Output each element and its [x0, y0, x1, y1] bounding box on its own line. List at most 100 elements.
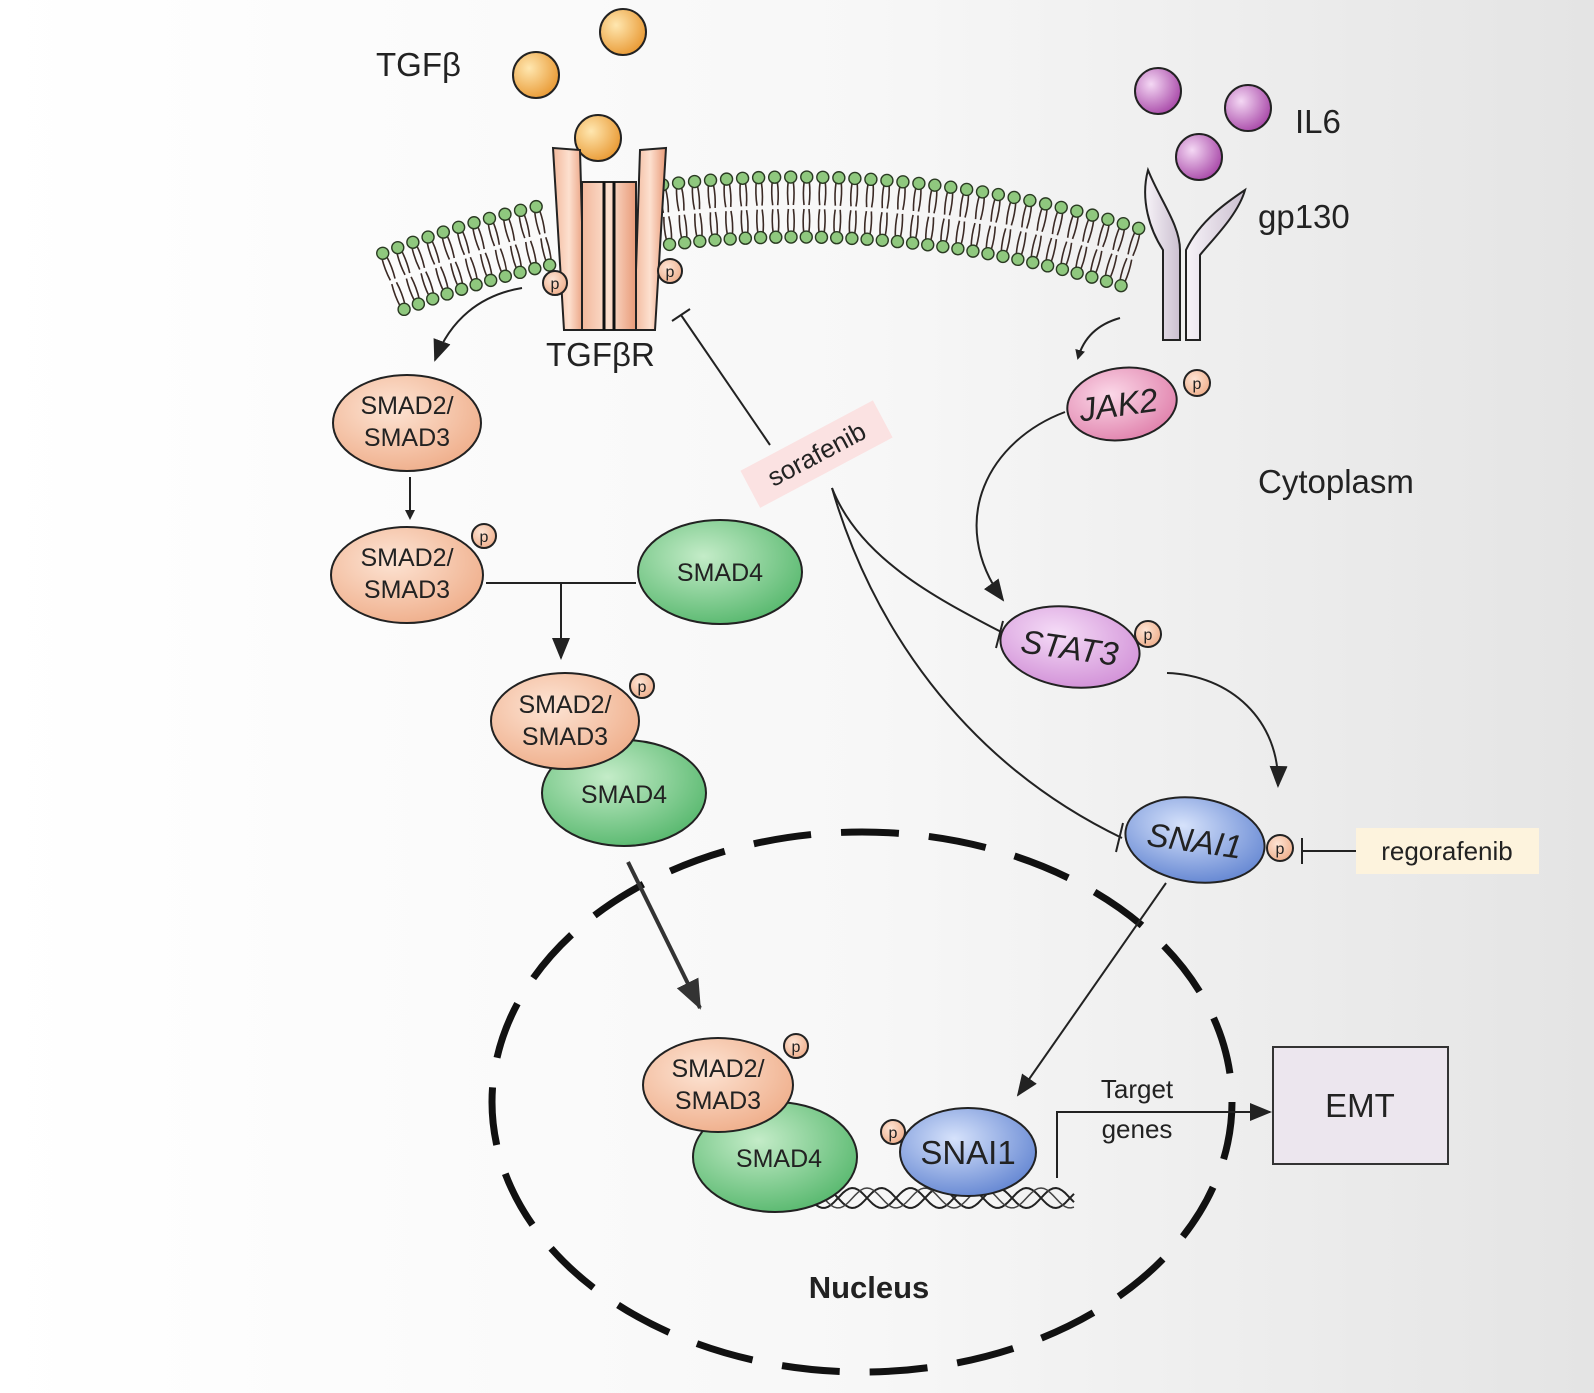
nuclear-envelope [488, 828, 1236, 1376]
phospho-label: p [1193, 376, 1202, 393]
phospho-badge [542, 270, 568, 296]
gp130-left-arm [1144, 166, 1181, 341]
lipid-head [662, 237, 677, 252]
lipid-head [875, 233, 889, 248]
lipid-head [912, 176, 926, 191]
smad23-label-line2: SMAD3 [675, 1087, 761, 1115]
gp130-right-arm [1185, 187, 1247, 341]
emt-label: EMT [1325, 1087, 1395, 1124]
phospho-badge [471, 523, 497, 549]
tgfb-ligands [512, 8, 647, 162]
il6-label: IL6 [1295, 103, 1341, 140]
target-genes-label-line1: Target [1101, 1074, 1174, 1104]
smad23-phospho-node: SMAD2/ SMAD3 p [330, 523, 497, 624]
lipid-head [498, 269, 513, 283]
lipid-head [483, 273, 498, 288]
smad4-node: SMAD4 [637, 519, 803, 625]
lipid-head [723, 232, 737, 246]
phospho-label: p [792, 1039, 801, 1056]
phospho-badge [783, 1033, 809, 1059]
lipid-head [829, 231, 844, 245]
lipid-head [425, 292, 440, 306]
phospho-badge [880, 1119, 906, 1145]
inhib-bar-snai1 [1115, 822, 1124, 853]
lipid-head [890, 234, 905, 249]
snai1-cytoplasm-node: SNAI1 p [1124, 796, 1294, 884]
lipid-head [482, 211, 497, 226]
phospho-label: p [638, 679, 647, 696]
phospho-badge [1266, 834, 1294, 862]
smad23-label-line2: SMAD3 [364, 424, 450, 452]
lipid-tail [792, 180, 795, 206]
tgfb-label: TGFβ [376, 46, 461, 83]
target-genes-label-line2: genes [1102, 1114, 1173, 1144]
edge-complex-to-nucleus [626, 861, 702, 1010]
inhib-line-snai1 [831, 487, 1123, 839]
lipid-tail [808, 208, 811, 234]
lipid-head [708, 233, 722, 247]
smad23-label-line1: SMAD2/ [518, 691, 611, 719]
lipid-tail [786, 180, 790, 206]
il6-ligand [1224, 84, 1272, 132]
smad4-label: SMAD4 [581, 781, 667, 809]
lipid-head [936, 239, 950, 254]
smad23-label-line1: SMAD2/ [360, 392, 453, 420]
edge-snai1-to-nucleus [1016, 882, 1167, 1097]
il6-ligand [1134, 67, 1182, 115]
gp130-receptor [1144, 166, 1247, 341]
lipid-head [1099, 274, 1114, 289]
lipid-head [981, 246, 995, 261]
lipid-head [959, 182, 974, 197]
il6-ligand [1175, 133, 1223, 181]
lipid-head [498, 207, 512, 221]
lipid-head [1040, 259, 1055, 273]
inhib-line-tgfbr [680, 314, 771, 446]
lipid-head [1101, 212, 1115, 227]
lipid-head [528, 261, 542, 276]
lipid-head [921, 238, 935, 252]
lipid-head [996, 249, 1010, 264]
lipid-head [1085, 208, 1100, 222]
lipid-head [848, 171, 862, 186]
lipid-head [769, 230, 783, 244]
lipid-head [1038, 197, 1053, 211]
smad4-label: SMAD4 [736, 1145, 822, 1173]
smad23-in-nuclear-complex [642, 1037, 794, 1133]
lipid-head [1007, 190, 1021, 205]
phospho-badge [657, 258, 683, 284]
stat3-node: STAT3 p [999, 605, 1162, 689]
lipid-head [1011, 252, 1025, 267]
edge-target-genes-to-emt [1056, 1103, 1272, 1178]
lipid-head [1116, 217, 1131, 231]
lipid-head [905, 236, 920, 250]
lipid-head [1055, 262, 1070, 277]
lipid-head [406, 235, 420, 249]
tgfb-ligand [574, 114, 622, 162]
nucleus-label: Nucleus [809, 1270, 930, 1305]
regorafenib-bg [1356, 828, 1539, 874]
edges [405, 287, 1288, 1178]
edge-jak2-to-stat3 [975, 411, 1066, 602]
smad-complex-cytoplasm: SMAD4 SMAD2/ SMAD3 p [490, 672, 707, 847]
edge-stat3-to-snai1 [1166, 672, 1288, 788]
lipid-head [467, 216, 481, 230]
lipid-head [864, 172, 878, 187]
lipid-head [767, 170, 782, 184]
snai1-nucleus-node: SNAI1 p [880, 1107, 1037, 1197]
cytoplasm-label: Cytoplasm [1258, 463, 1414, 500]
lipid-head [451, 220, 466, 235]
smad23-label-line2: SMAD3 [522, 723, 608, 751]
phospho-label: p [1144, 627, 1153, 644]
lipid-head [703, 173, 718, 187]
lipid-head [542, 258, 557, 272]
smad23-node: SMAD2/ SMAD3 [332, 374, 482, 472]
emt-box: EMT [1272, 1046, 1449, 1165]
lipid-head [928, 178, 942, 192]
lipid-head [991, 187, 1006, 202]
lipid-head [896, 175, 910, 189]
lipid-head [951, 242, 965, 256]
lipid-head [469, 278, 483, 292]
lipid-head [1070, 204, 1084, 218]
